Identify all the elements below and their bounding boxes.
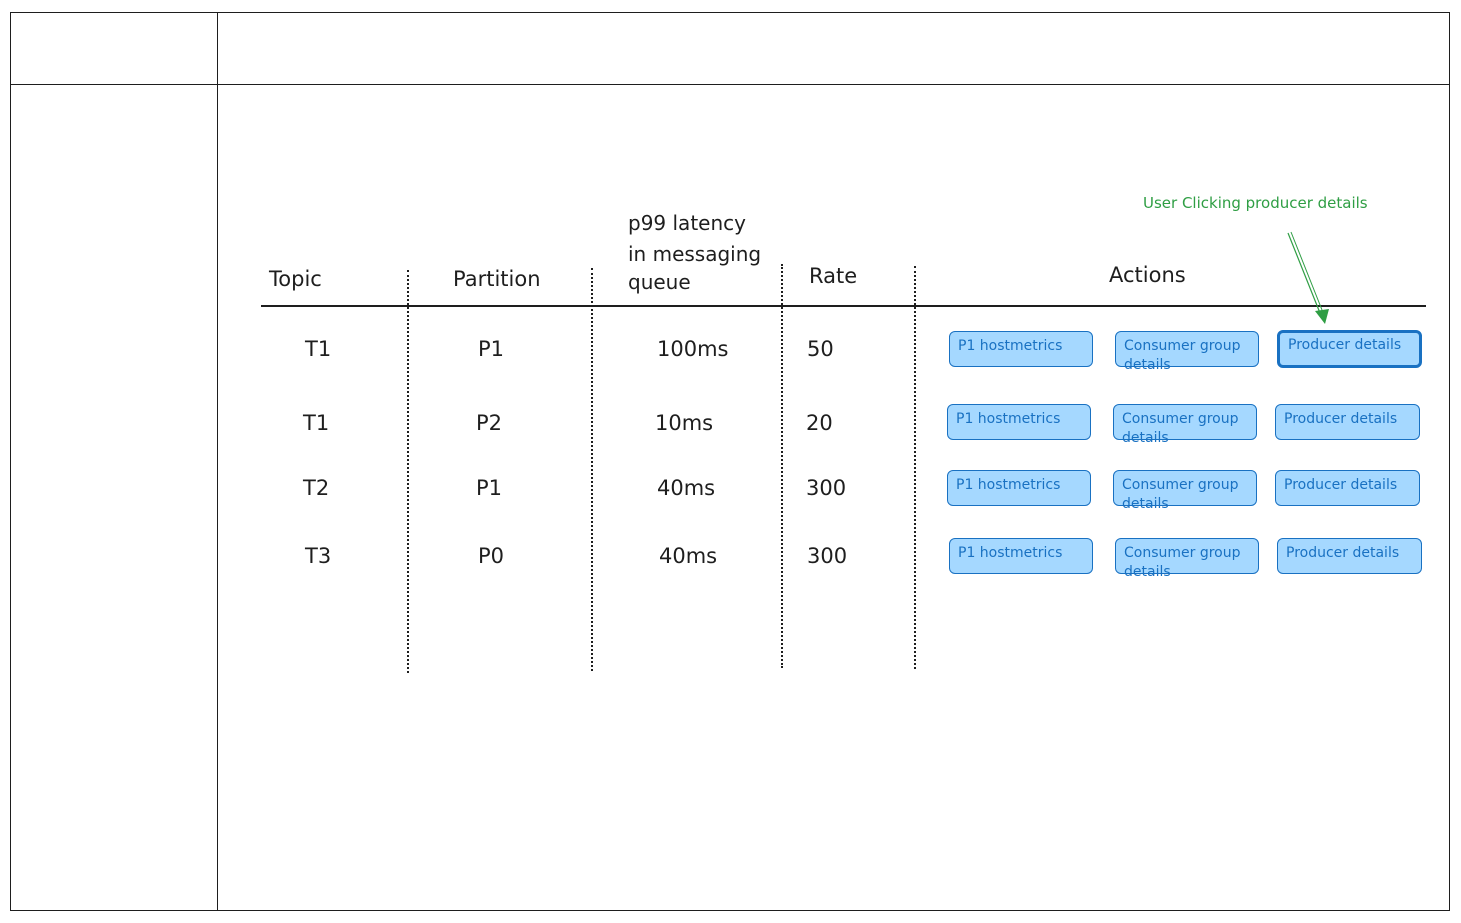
producer-details-button[interactable]: Producer details: [1275, 470, 1420, 506]
consumer-group-details-button[interactable]: Consumer group details: [1113, 470, 1257, 512]
hostmetrics-button[interactable]: P1 hostmetrics: [947, 470, 1091, 506]
cell-latency: 100ms: [657, 337, 729, 361]
cell-topic: T3: [305, 544, 332, 568]
cell-partition: P1: [478, 337, 505, 361]
cell-latency: 10ms: [655, 411, 714, 435]
cell-rate: 20: [806, 411, 833, 435]
header-latency-line-1: p99 latency: [628, 211, 746, 235]
header-rate: Rate: [809, 264, 858, 288]
header-topic: Topic: [269, 267, 322, 291]
header-divider: [10, 84, 1450, 85]
consumer-group-details-button[interactable]: Consumer group details: [1113, 404, 1257, 446]
sidebar-divider: [217, 12, 218, 911]
cell-latency: 40ms: [657, 476, 716, 500]
producer-details-button[interactable]: Producer details: [1275, 404, 1420, 440]
header-partition: Partition: [453, 267, 541, 291]
header-latency-line-3: queue: [628, 270, 691, 294]
click-annotation-label: User Clicking producer details: [1143, 194, 1368, 212]
cell-topic: T1: [303, 411, 330, 435]
cell-rate: 50: [807, 337, 834, 361]
cell-rate: 300: [807, 544, 848, 568]
hostmetrics-button[interactable]: P1 hostmetrics: [949, 538, 1093, 574]
column-divider: [591, 268, 593, 671]
hostmetrics-button[interactable]: P1 hostmetrics: [947, 404, 1091, 440]
consumer-group-details-button[interactable]: Consumer group details: [1115, 538, 1259, 580]
wireframe-frame: [10, 12, 1450, 911]
cell-topic: T2: [303, 476, 330, 500]
table-header-rule: [261, 305, 1426, 307]
producer-details-button[interactable]: Producer details: [1277, 538, 1422, 574]
column-divider: [781, 264, 783, 668]
cell-topic: T1: [305, 337, 332, 361]
cell-latency: 40ms: [659, 544, 718, 568]
cell-partition: P1: [476, 476, 503, 500]
header-actions: Actions: [1109, 263, 1186, 287]
header-latency-line-2: in messaging: [628, 242, 762, 266]
consumer-group-details-button[interactable]: Consumer group details: [1115, 331, 1259, 373]
cell-partition: P2: [476, 411, 503, 435]
cell-partition: P0: [478, 544, 505, 568]
hostmetrics-button[interactable]: P1 hostmetrics: [949, 331, 1093, 367]
producer-details-button[interactable]: Producer details: [1277, 330, 1422, 368]
column-divider: [407, 270, 409, 673]
cell-rate: 300: [806, 476, 847, 500]
column-divider: [914, 266, 916, 669]
